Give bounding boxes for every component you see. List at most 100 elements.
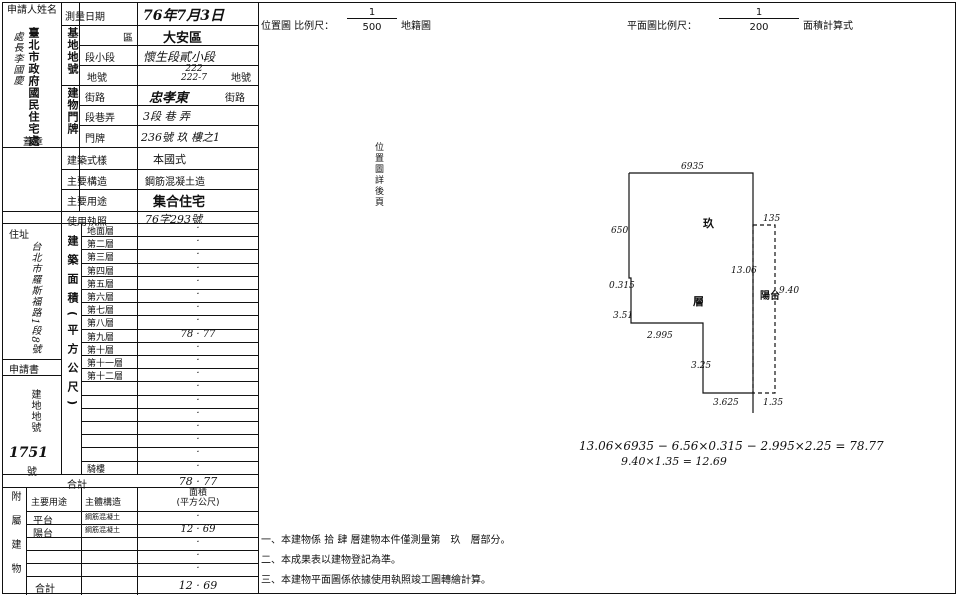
balcony-label: 陽台 [760,289,780,302]
floor-plan: 6935 135 650 13.06 9.40 0.315 3.51 2.995… [609,162,799,413]
floor-name: 第五層 [87,279,115,290]
building-label: 建物門牌 [66,87,79,135]
street-suffix: 街路 [225,93,245,104]
floor-name: 第十二層 [87,372,124,383]
lot-field-label: 建地地號 [29,389,40,433]
floor-name: 第九層 [87,332,115,343]
floor-name: 騎樓 [87,464,106,475]
style-label: 建築式樣 [67,156,107,167]
annex-use: 陽台 [33,529,53,540]
floor-area: · [196,355,200,366]
total-value: 78 · 77 [178,475,218,488]
street-label: 街路 [85,93,105,104]
annex-struct: 鋼筋混凝土 [85,526,120,534]
floor-name: 第四層 [87,266,115,277]
annex-total-label: 合計 [35,584,55,595]
floor-area: · [196,407,200,419]
floor-area: · [196,421,200,432]
structure-value: 鋼筋混凝土造 [145,177,205,188]
annex-area: 12 · 69 [180,524,216,535]
use-label: 主要用途 [67,197,107,208]
area-label: 建築面積(平方公尺) [66,235,79,414]
lane-label: 段巷弄 [85,113,115,124]
floor-area: · [196,341,200,353]
dim-bottom3: 1.35 [763,398,783,408]
floor-area: · [196,236,200,248]
district-value: 大安區 [163,31,203,46]
floor-name: 第七層 [87,306,115,317]
lane-value: 3段 巷 弄 [143,110,190,123]
plan-suffix: 面積計算式 [803,21,853,32]
plan-scale-num: 1 [719,7,799,19]
floor-name: 第八層 [87,319,115,330]
total-label: 合計 [67,480,87,491]
floor-name: 第二層 [87,240,115,251]
address-label: 住址 [9,230,29,241]
room-label-mid: 層 [693,295,704,308]
seal-label: 蓋章 [23,137,43,148]
location-scale-num: 1 [347,7,397,19]
dim-balcony: 9.40 [779,286,799,296]
floor-area: · [196,249,200,261]
district-label: 區 [123,33,133,44]
floor-area: · [196,262,200,274]
floor-area: · [196,223,200,234]
floor-area: · [196,460,200,472]
calc-line-2: 9.40×1.35 = 12.69 [621,455,727,468]
note-3: 三、本建物平面圖係依據使用執照竣工圖轉繪計算。 [261,575,491,586]
floor-name: 第六層 [87,293,115,303]
applicant-label: 申請人姓名 [7,5,57,16]
official-stamp: 處長李國慶 [11,31,22,86]
land-label: 基地地號 [66,27,79,75]
floor-area: · [196,381,200,393]
floor-name: 第三層 [87,253,115,264]
annex-use: 平台 [33,516,53,527]
street-value: 忠孝東 [149,91,189,106]
note-2: 二、本成果表以建物登記為準。 [261,555,401,566]
number-value: 236號 玖 樓之1 [141,131,220,144]
annex-header-struct: 主體構造 [85,498,122,508]
lot-label: 地號 [87,73,107,84]
floor-area: · [196,275,200,287]
annex-area: · [196,563,200,574]
calc-line-1: 13.06×6935 − 6.56×0.315 − 2.995×2.25 = 7… [579,439,884,453]
annex-total-value: 12 · 69 [178,579,218,592]
registration-table: 申請人姓名 臺北市政府國民住宅處 處長李國慶 蓋章 測量日期 76年7月3日 基… [3,3,259,595]
dim-bottom1: 2.995 [646,331,673,341]
permit-value: 76字293號 [145,213,202,226]
dim-step1: 0.315 [609,281,635,291]
floor-area: · [196,302,200,314]
structure-label: 主要構造 [67,177,107,188]
use-value: 集合住宅 [153,195,206,210]
floor-area: · [196,289,200,300]
location-scale-label: 位置圖 比例尺： [261,21,335,32]
floor-area: · [196,447,200,459]
lot-value: 222 222-7 [181,64,207,83]
dim-top: 6935 [681,162,704,172]
survey-date-label: 測量日期 [65,12,105,23]
floor-area: 78 · 77 [180,328,216,340]
annex-struct: 鋼筋混凝土 [85,513,120,521]
location-suffix: 地籍圖 [401,21,431,32]
style-value: 本國式 [153,153,186,166]
room-label-top: 玖 [703,216,715,230]
note-1: 一、本建物係 拾 肆 層建物本件僅測量第 玖 層部分。 [261,535,511,546]
annex-area: · [196,550,200,561]
permit-label: 使用執照 [67,217,107,228]
floor-area: · [196,315,200,327]
applicant-name: 臺北市政府國民住宅處 [27,27,40,147]
dim-left: 650 [611,226,628,236]
dim-step2: 3.51 [613,311,633,321]
location-scale-den: 500 [362,22,382,33]
section-value: 懷生段貳小段 [143,50,216,64]
dim-right-top: 135 [763,214,780,224]
floor-area: · [196,394,200,406]
annex-header-area: 面積 (平方公尺) [176,488,220,508]
annex-label: 附屬建物 [9,491,20,587]
address-value: 台北市羅斯福路1段8號 [29,241,40,355]
applicant2-label: 申請書 [9,365,39,376]
lot-field-value: 1751 [9,445,48,461]
survey-date-value: 76年7月3日 [143,8,224,24]
number-label: 門牌 [85,134,105,145]
